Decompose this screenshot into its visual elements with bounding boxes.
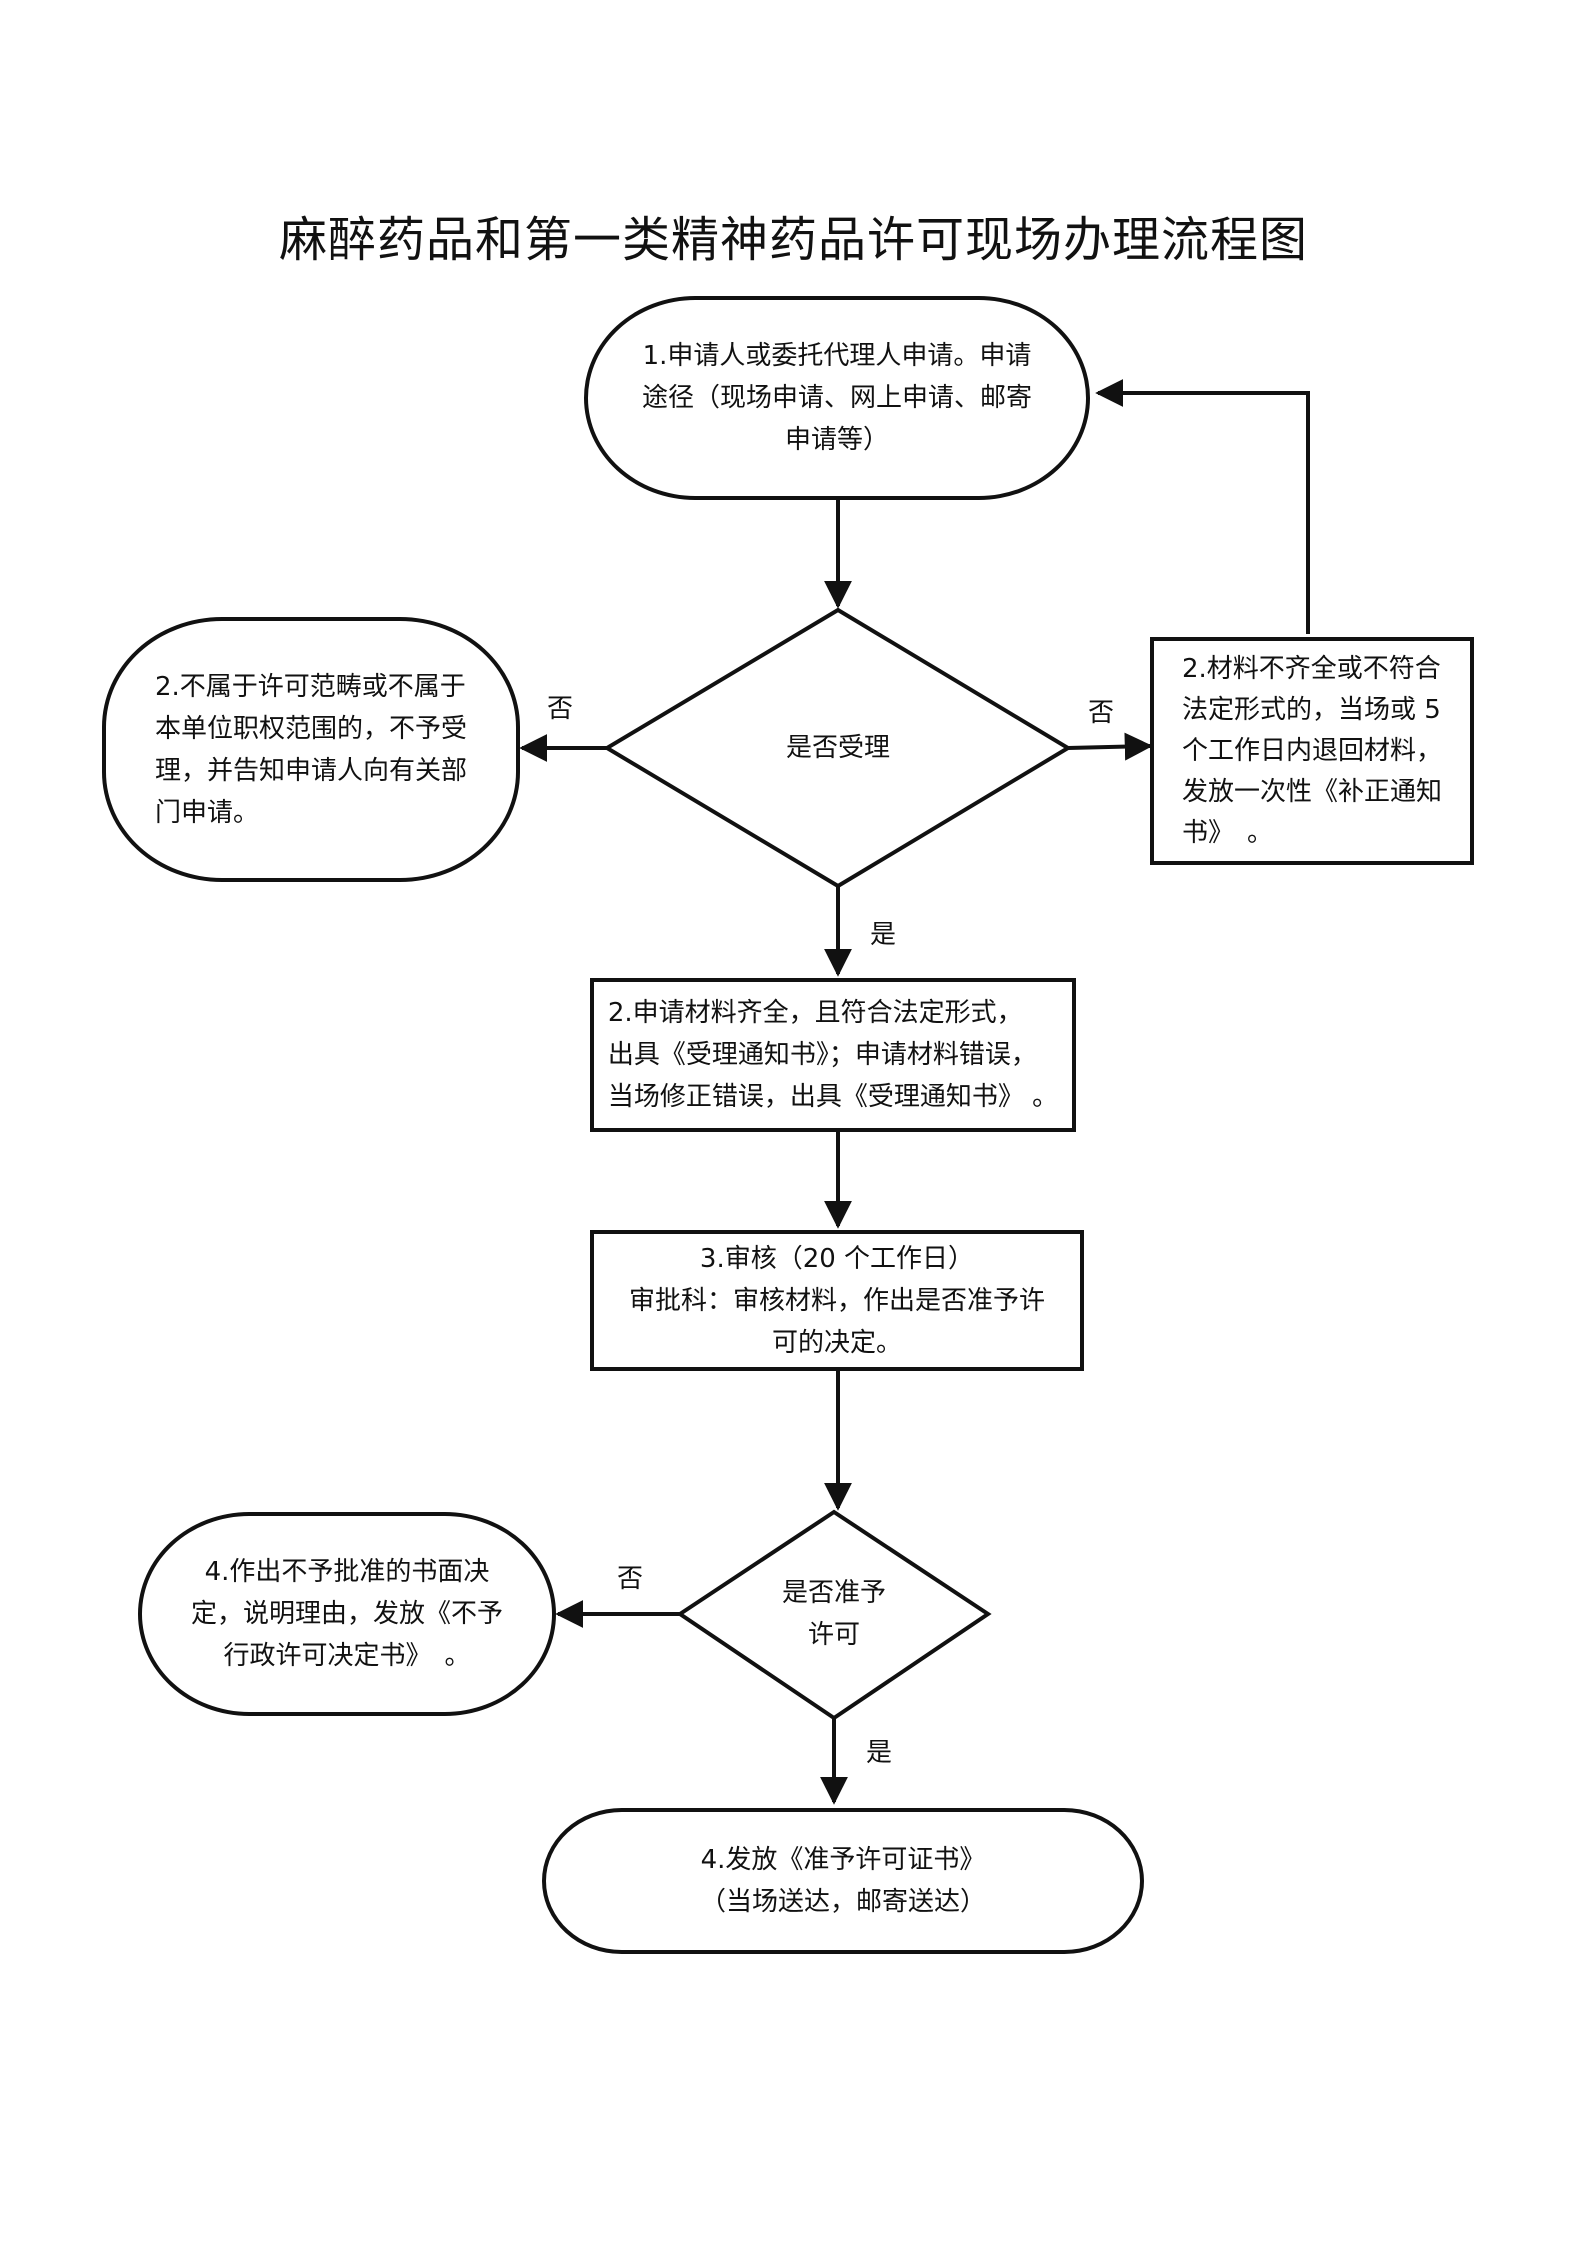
edge-label-no-right: 否 (1088, 698, 1115, 728)
review-node: 3.审核（20 个工作日） 审批科：审核材料，作出是否准予许 可的决定。 (590, 1230, 1084, 1371)
issue-line-1: 4.发放《准予许可证书》 (700, 1845, 986, 1875)
accept-decision-label: 是否受理 (785, 733, 890, 763)
accepted-node: 2.申请材料齐全，且符合法定形式， 出具《受理通知书》；申请材料错误， 当场修正… (590, 978, 1076, 1132)
apply-line-3: 申请等） (784, 425, 889, 455)
review-line-1: 3.审核（20 个工作日） (699, 1243, 975, 1274)
approve-decision-line-1: 是否准予 (781, 1578, 886, 1608)
accepted-line-2: 出具《受理通知书》；申请材料错误， (607, 1040, 1037, 1070)
review-line-3: 可的决定。 (771, 1327, 902, 1358)
apply-line-2: 途径（现场申请、网上申请、邮寄 (641, 383, 1032, 413)
apply-line-1: 1.申请人或委托代理人申请。申请 (642, 341, 1032, 371)
incomplete-materials-node: 2.材料不齐全或不符合 法定形式的，当场或 5 个工作日内退回材料， 发放一次性… (1150, 637, 1474, 865)
accepted-line-3: 当场修正错误，出具《受理通知书》 。 (607, 1082, 1059, 1112)
deny-line-3: 行政许可决定书》 。 (223, 1641, 471, 1671)
incomplete-line-1: 2.材料不齐全或不符合 (1181, 653, 1441, 684)
edge-label-yes-accept: 是 (870, 920, 897, 950)
deny-line-2: 定，说明理由，发放《不予 (190, 1599, 503, 1629)
not-in-scope-line-3: 理，并告知申请人向有关部 (154, 755, 467, 786)
deny-line-1: 4.作出不予批准的书面决 (204, 1557, 490, 1587)
edge-label-no-deny: 否 (617, 1564, 644, 1594)
not-in-scope-line-2: 本单位职权范围的，不予受 (154, 713, 467, 744)
not-in-scope-node: 2.不属于许可范畴或不属于 本单位职权范围的，不予受 理，并告知申请人向有关部 … (102, 617, 520, 882)
edge-label-yes-issue: 是 (866, 1738, 893, 1768)
incomplete-line-2: 法定形式的，当场或 5 (1181, 694, 1441, 725)
deny-node: 4.作出不予批准的书面决 定，说明理由，发放《不予 行政许可决定书》 。 (138, 1512, 556, 1716)
arrow-decision-to-incomplete (1067, 732, 1153, 761)
arrow-incomplete-to-apply (1095, 379, 1310, 634)
approve-decision-label: 是否准予 许可 (754, 1572, 914, 1656)
review-line-2: 审批科：审核材料，作出是否准予许 (628, 1285, 1045, 1316)
not-in-scope-line-4: 门申请。 (154, 797, 259, 828)
apply-node: 1.申请人或委托代理人申请。申请 途径（现场申请、网上申请、邮寄 申请等） (584, 296, 1090, 500)
issue-line-2: （当场送达，邮寄送达） (699, 1887, 986, 1917)
approve-decision-line-2: 许可 (807, 1620, 860, 1650)
accepted-line-1: 2.申请材料齐全，且符合法定形式， (607, 998, 1023, 1028)
not-in-scope-line-1: 2.不属于许可范畴或不属于 (154, 671, 466, 702)
page-title: 麻醉药品和第一类精神药品许可现场办理流程图 (278, 212, 1308, 268)
incomplete-line-4: 发放一次性《补正通知 (1181, 776, 1442, 807)
incomplete-line-3: 个工作日内退回材料， (1181, 735, 1442, 766)
incomplete-line-5: 书》 。 (1181, 817, 1273, 848)
edge-label-no-left: 否 (547, 694, 574, 724)
issue-certificate-node: 4.发放《准予许可证书》 （当场送达，邮寄送达） (542, 1808, 1144, 1954)
